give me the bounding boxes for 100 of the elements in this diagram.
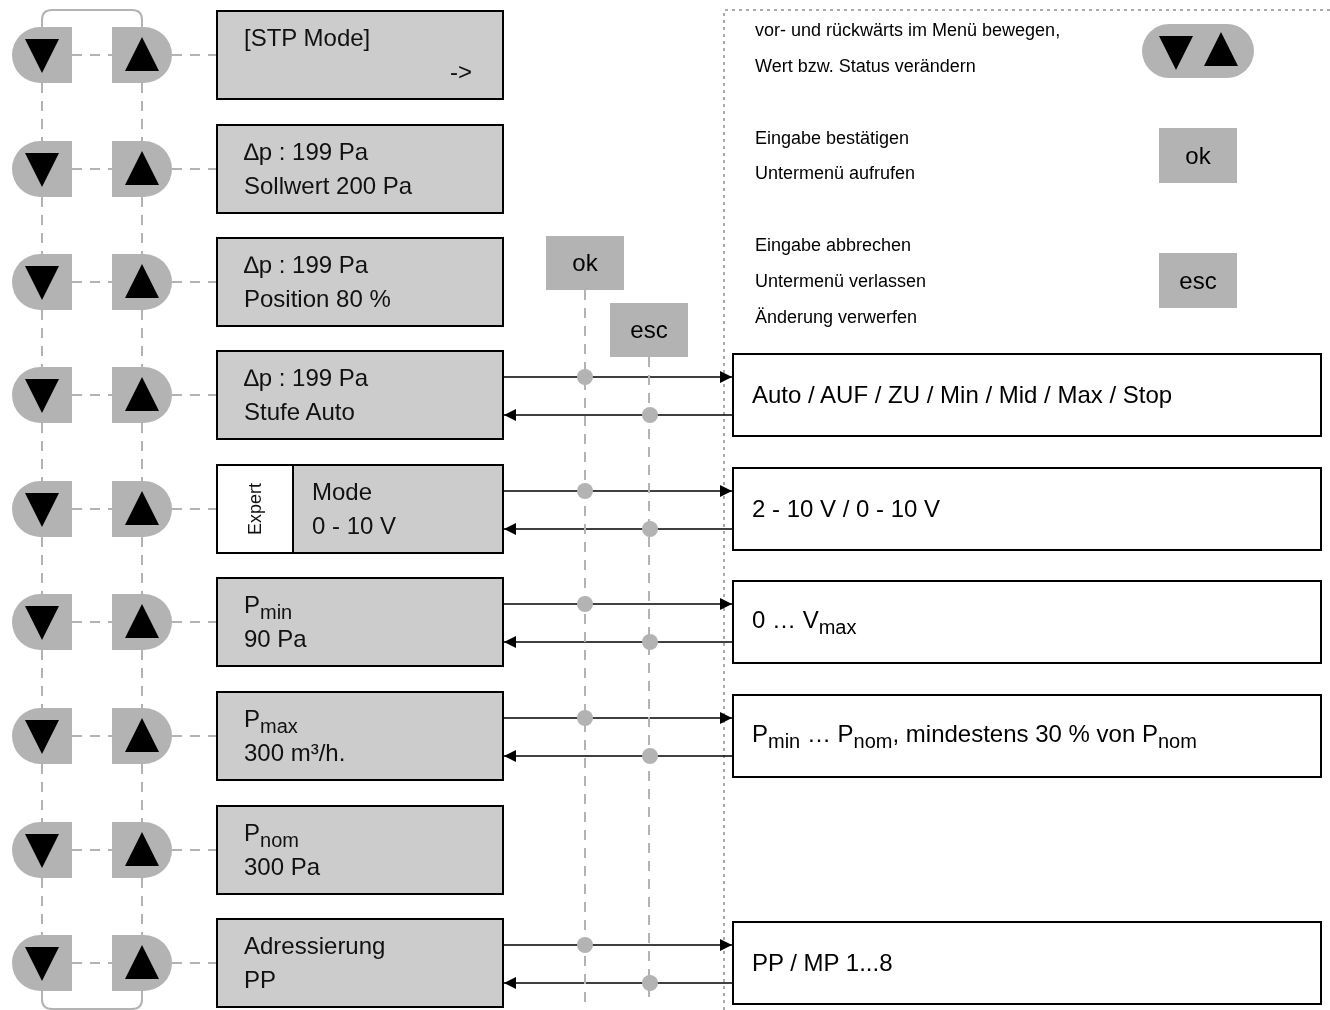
display-box (216, 237, 504, 327)
arrow (503, 977, 733, 989)
display-text: P$_{nom}$ (244, 819, 299, 853)
connector-line (171, 281, 217, 283)
connector-line (41, 309, 43, 368)
display-text: 0 - 10 V (312, 512, 397, 540)
connector-line (71, 735, 113, 737)
display-box (216, 691, 504, 781)
legend-text: Untermenü verlassen (755, 271, 927, 292)
down-arrow-key (12, 141, 72, 197)
display-box (216, 350, 504, 440)
display-text: P$_{min}$ (244, 591, 293, 625)
arrow (503, 750, 733, 762)
connector-line (141, 763, 143, 823)
display-text: P$_{max}$ (244, 705, 298, 739)
display-box (216, 805, 504, 895)
display-text: ∆p : 199 Pa (244, 364, 369, 392)
down-arrow-key (12, 594, 72, 650)
display-box (216, 577, 504, 667)
connector-line (71, 168, 113, 170)
connector-line (141, 649, 143, 709)
up-arrow-key (112, 367, 172, 423)
up-arrow-key (112, 708, 172, 764)
value-box (732, 467, 1322, 551)
connector-line (171, 962, 217, 964)
connector-line (41, 82, 43, 142)
legend-text: Änderung verwerfen (755, 307, 918, 328)
display-text: 300 Pa (244, 853, 321, 881)
key-button: esc (610, 303, 688, 357)
connector-line (71, 621, 113, 623)
connector-line (41, 763, 43, 823)
arrow (503, 371, 733, 383)
down-arrow-key (12, 822, 72, 878)
display-text: 90 Pa (244, 625, 307, 653)
down-arrow-key (12, 935, 72, 991)
up-arrow-key (112, 27, 172, 83)
display-text: ∆p : 199 Pa (244, 138, 369, 166)
connector-line (171, 849, 217, 851)
connector-line (171, 168, 217, 170)
connector-line (141, 422, 143, 482)
display-box (216, 10, 504, 100)
display-box (216, 124, 504, 214)
value-text: 2 - 10 V / 0 - 10 V (752, 495, 941, 523)
connector-line (41, 536, 43, 595)
value-text: Auto / AUF / ZU / Min / Mid / Max / Stop (752, 381, 1173, 409)
connector-line (171, 508, 217, 510)
connector-line (41, 877, 43, 936)
up-arrow-key (112, 141, 172, 197)
connector-line (171, 735, 217, 737)
connector-line (171, 394, 217, 396)
value-text: 0 … V$_{max}$ (752, 605, 857, 639)
down-arrow-key (12, 27, 72, 83)
down-arrow-key (12, 254, 72, 310)
connector-line (141, 309, 143, 368)
rotated-text: Expert (244, 483, 266, 535)
key-sample: ok (1159, 128, 1237, 183)
connector-line (71, 508, 113, 510)
down-arrow-key (12, 481, 72, 537)
display-text: ∆p : 199 Pa (244, 251, 369, 279)
down-arrow-key (12, 367, 72, 423)
connector-line (71, 849, 113, 851)
connector-line (41, 649, 43, 709)
value-text: P$_{min}$ … P$_{nom}$, mindestens 30 % von P$_{nom}$ (752, 719, 1197, 753)
key-sample: esc (1159, 253, 1237, 308)
up-arrow-key (112, 481, 172, 537)
legend-text: Untermenü aufrufen (755, 163, 916, 184)
value-box (732, 921, 1322, 1005)
connector-line (141, 877, 143, 936)
arrow (503, 523, 733, 535)
connector-line (71, 962, 113, 964)
display-text: PP (244, 966, 276, 994)
display-text: Sollwert 200 Pa (244, 172, 413, 200)
value-text: PP / MP 1...8 (752, 949, 893, 977)
display-box (216, 464, 504, 554)
up-arrow-key (112, 822, 172, 878)
arrow (503, 939, 733, 951)
connector-line (71, 54, 113, 56)
arrow (503, 636, 733, 648)
display-text: Stufe Auto (244, 398, 355, 426)
display-text: 300 m³/h. (244, 739, 346, 767)
arrow (503, 712, 733, 724)
display-text: Position 80 % (244, 285, 391, 313)
legend-text: Eingabe bestätigen (755, 128, 910, 149)
down-arrow-key (12, 708, 72, 764)
value-box (732, 353, 1322, 437)
display-text: Mode (312, 478, 373, 506)
value-box (732, 580, 1322, 664)
value-box (732, 694, 1322, 778)
legend-text: vor- und rückwärts im Menü bewegen, (755, 20, 1061, 41)
connector-line (41, 422, 43, 482)
key-button: ok (546, 236, 624, 290)
display-text: [STP Mode] (244, 24, 371, 52)
connector-line (71, 281, 113, 283)
arrow (503, 598, 733, 610)
loop-line (41, 990, 143, 1010)
display-text: -> (450, 58, 472, 86)
display-text: Adressierung (244, 932, 386, 960)
connector-line (141, 536, 143, 595)
arrow (503, 409, 733, 421)
connector-line (41, 196, 43, 255)
